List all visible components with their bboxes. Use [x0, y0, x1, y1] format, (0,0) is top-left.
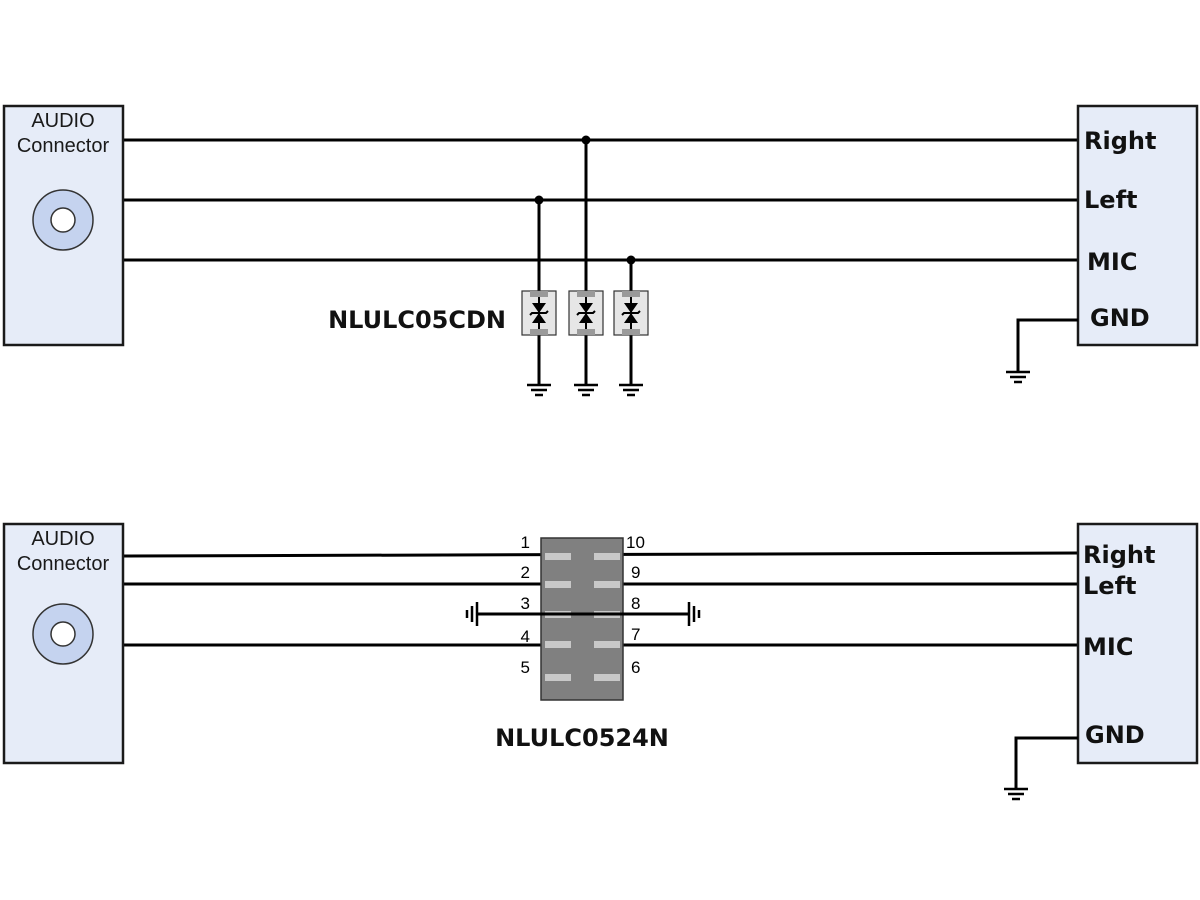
top-circuit: NLULC05CDN AUDIO Connector Right Left MI… — [2, 104, 1199, 397]
ground-icon — [525, 383, 553, 397]
top-connector-title: AUDIO — [31, 110, 94, 132]
bottom-circuit: 1 2 3 4 5 10 9 8 7 6 NLULC0524N AUDIO Co… — [2, 522, 1199, 801]
pin-label: 1 — [521, 533, 530, 552]
top-audio-connector — [2, 104, 125, 347]
bottom-part-label: NLULC0524N — [495, 724, 669, 752]
bottom-label-left: Left — [1083, 572, 1136, 600]
tvs-diode-icon — [521, 290, 557, 336]
bottom-audio-connector — [2, 522, 125, 765]
pin-label: 5 — [521, 658, 530, 677]
ground-icon — [1004, 370, 1032, 384]
esd-array-chip — [540, 537, 624, 701]
junction-dot — [626, 255, 636, 265]
pin-label: 7 — [631, 625, 640, 644]
pin-label: 2 — [521, 563, 530, 582]
bottom-connector-subtitle: Connector — [17, 553, 110, 575]
top-label-left: Left — [1084, 186, 1137, 214]
tvs-diode-icon — [568, 290, 604, 336]
top-signal-header — [1076, 104, 1199, 347]
top-part-label: NLULC05CDN — [328, 306, 506, 334]
bottom-gnd-wire — [1014, 736, 1078, 789]
junction-dot — [581, 135, 591, 145]
ground-icon — [687, 602, 701, 626]
audio-jack-icon — [32, 189, 94, 251]
pin-label: 10 — [626, 533, 645, 552]
top-label-gnd: GND — [1090, 304, 1150, 332]
ground-icon — [465, 602, 479, 626]
pin-label: 8 — [631, 594, 640, 613]
top-connector-subtitle: Connector — [17, 135, 110, 157]
bottom-label-gnd: GND — [1085, 721, 1145, 749]
pin-label: 6 — [631, 658, 640, 677]
top-label-right: Right — [1084, 127, 1156, 155]
pin-label: 4 — [521, 627, 530, 646]
audio-jack-icon — [32, 603, 94, 665]
junction-dot — [534, 195, 544, 205]
ground-icon — [617, 383, 645, 397]
bottom-label-mic: MIC — [1083, 633, 1133, 661]
bottom-label-right: Right — [1083, 541, 1155, 569]
ground-icon — [572, 383, 600, 397]
bottom-signal-header — [1076, 522, 1199, 765]
tvs-diode-icon — [613, 290, 649, 336]
top-label-mic: MIC — [1087, 248, 1137, 276]
ground-icon — [1002, 787, 1030, 801]
pin-label: 9 — [631, 563, 640, 582]
bottom-connector-title: AUDIO — [31, 528, 94, 550]
top-gnd-wire — [1016, 318, 1078, 372]
pin-label: 3 — [521, 594, 530, 613]
